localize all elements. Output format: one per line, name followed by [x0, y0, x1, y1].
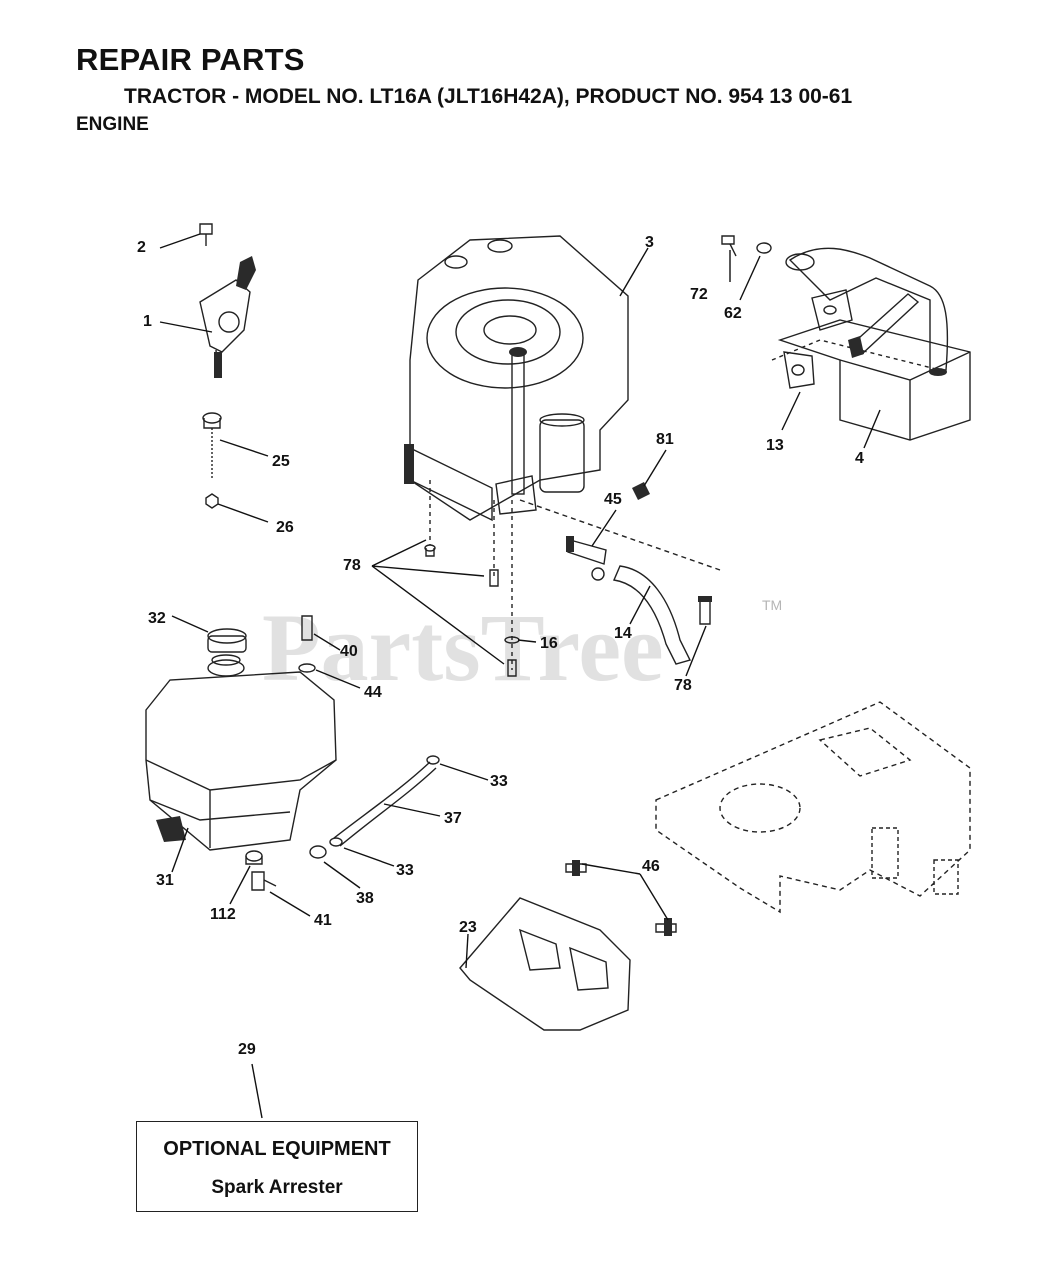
page-title: REPAIR PARTS: [76, 42, 305, 77]
callout-16: 16: [540, 635, 558, 652]
callout-41: 41: [314, 912, 332, 929]
fuel-tank-drawing: [145, 615, 440, 891]
callout-31: 31: [156, 872, 174, 889]
callout-40: 38: [356, 890, 374, 907]
leader-lines: [159, 233, 881, 1119]
callout-81: 81: [656, 431, 674, 448]
callout-37: 37: [444, 810, 462, 827]
throttle-control-drawing: [199, 223, 256, 379]
callout-72: 72: [690, 286, 708, 303]
callout-13: 13: [766, 437, 784, 454]
optional-equipment-title: OPTIONAL EQUIPMENT: [163, 1138, 391, 1160]
callout-44: 40: [340, 643, 358, 660]
callout-38: 45: [604, 491, 622, 508]
engine-drawing: [404, 235, 721, 571]
callout-29: 29: [238, 1041, 256, 1058]
callout-14: 14: [614, 625, 632, 642]
optional-equipment-box: OPTIONAL EQUIPMENT Spark Arrester: [136, 1121, 418, 1212]
muffler-drawing: [721, 235, 971, 441]
callout-78-hose: 78: [674, 677, 692, 694]
callout-25: 25: [272, 453, 290, 470]
callout-32: 32: [148, 610, 166, 627]
model-subtitle: TRACTOR - MODEL NO. LT16A (JLT16H42A), P…: [124, 85, 853, 108]
bolt-25-drawing: [202, 412, 222, 509]
frame-plate-drawing: [655, 701, 971, 914]
section-label: ENGINE: [76, 114, 149, 135]
callout-3: 3: [645, 234, 654, 251]
optional-equipment-item: Spark Arrester: [211, 1177, 343, 1198]
callout-33-top: 33: [490, 773, 508, 790]
bracket-drawing: [459, 860, 677, 1031]
callout-62: 62: [724, 305, 742, 322]
alignment-lines: [424, 480, 520, 677]
callout-labels: 2 1 3 72 62 13 4 25 26 81 45 78 16 14 78…: [137, 234, 864, 1058]
callout-78-engine: 78: [343, 557, 361, 574]
watermark-trademark: TM: [762, 597, 782, 613]
watermark-text: PartsTree: [262, 594, 664, 701]
callout-1: 1: [143, 313, 152, 330]
fuel-filter-and-hose-drawing: [566, 482, 712, 665]
callout-33-bottom: 33: [396, 862, 414, 879]
callout-2: 2: [137, 239, 146, 256]
callout-46: 44: [364, 684, 382, 701]
callout-112: 112: [210, 906, 236, 923]
callout-26: 26: [276, 519, 294, 536]
callout-23: 23: [459, 919, 477, 936]
callout-45: 46: [642, 858, 660, 875]
callout-4: 4: [855, 450, 864, 467]
